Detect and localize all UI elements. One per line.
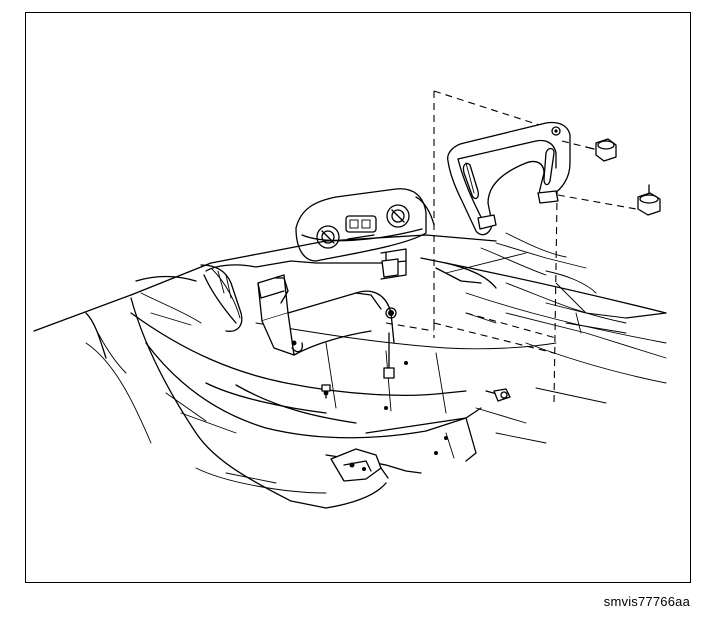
floor-bracket [330, 448, 389, 482]
support-bracket [447, 121, 571, 236]
diagram-frame [25, 12, 691, 583]
exploded-view-panel [385, 90, 559, 404]
figure-code: smvis77766aa [603, 594, 690, 609]
technical-illustration [33, 90, 667, 509]
floor-trim [435, 232, 667, 334]
console-tunnel [130, 312, 557, 474]
nuts [557, 138, 661, 216]
seat-side [85, 264, 243, 374]
hvac-control-panel [295, 188, 435, 262]
console-frame [205, 248, 407, 356]
mounting-studs [321, 332, 511, 402]
